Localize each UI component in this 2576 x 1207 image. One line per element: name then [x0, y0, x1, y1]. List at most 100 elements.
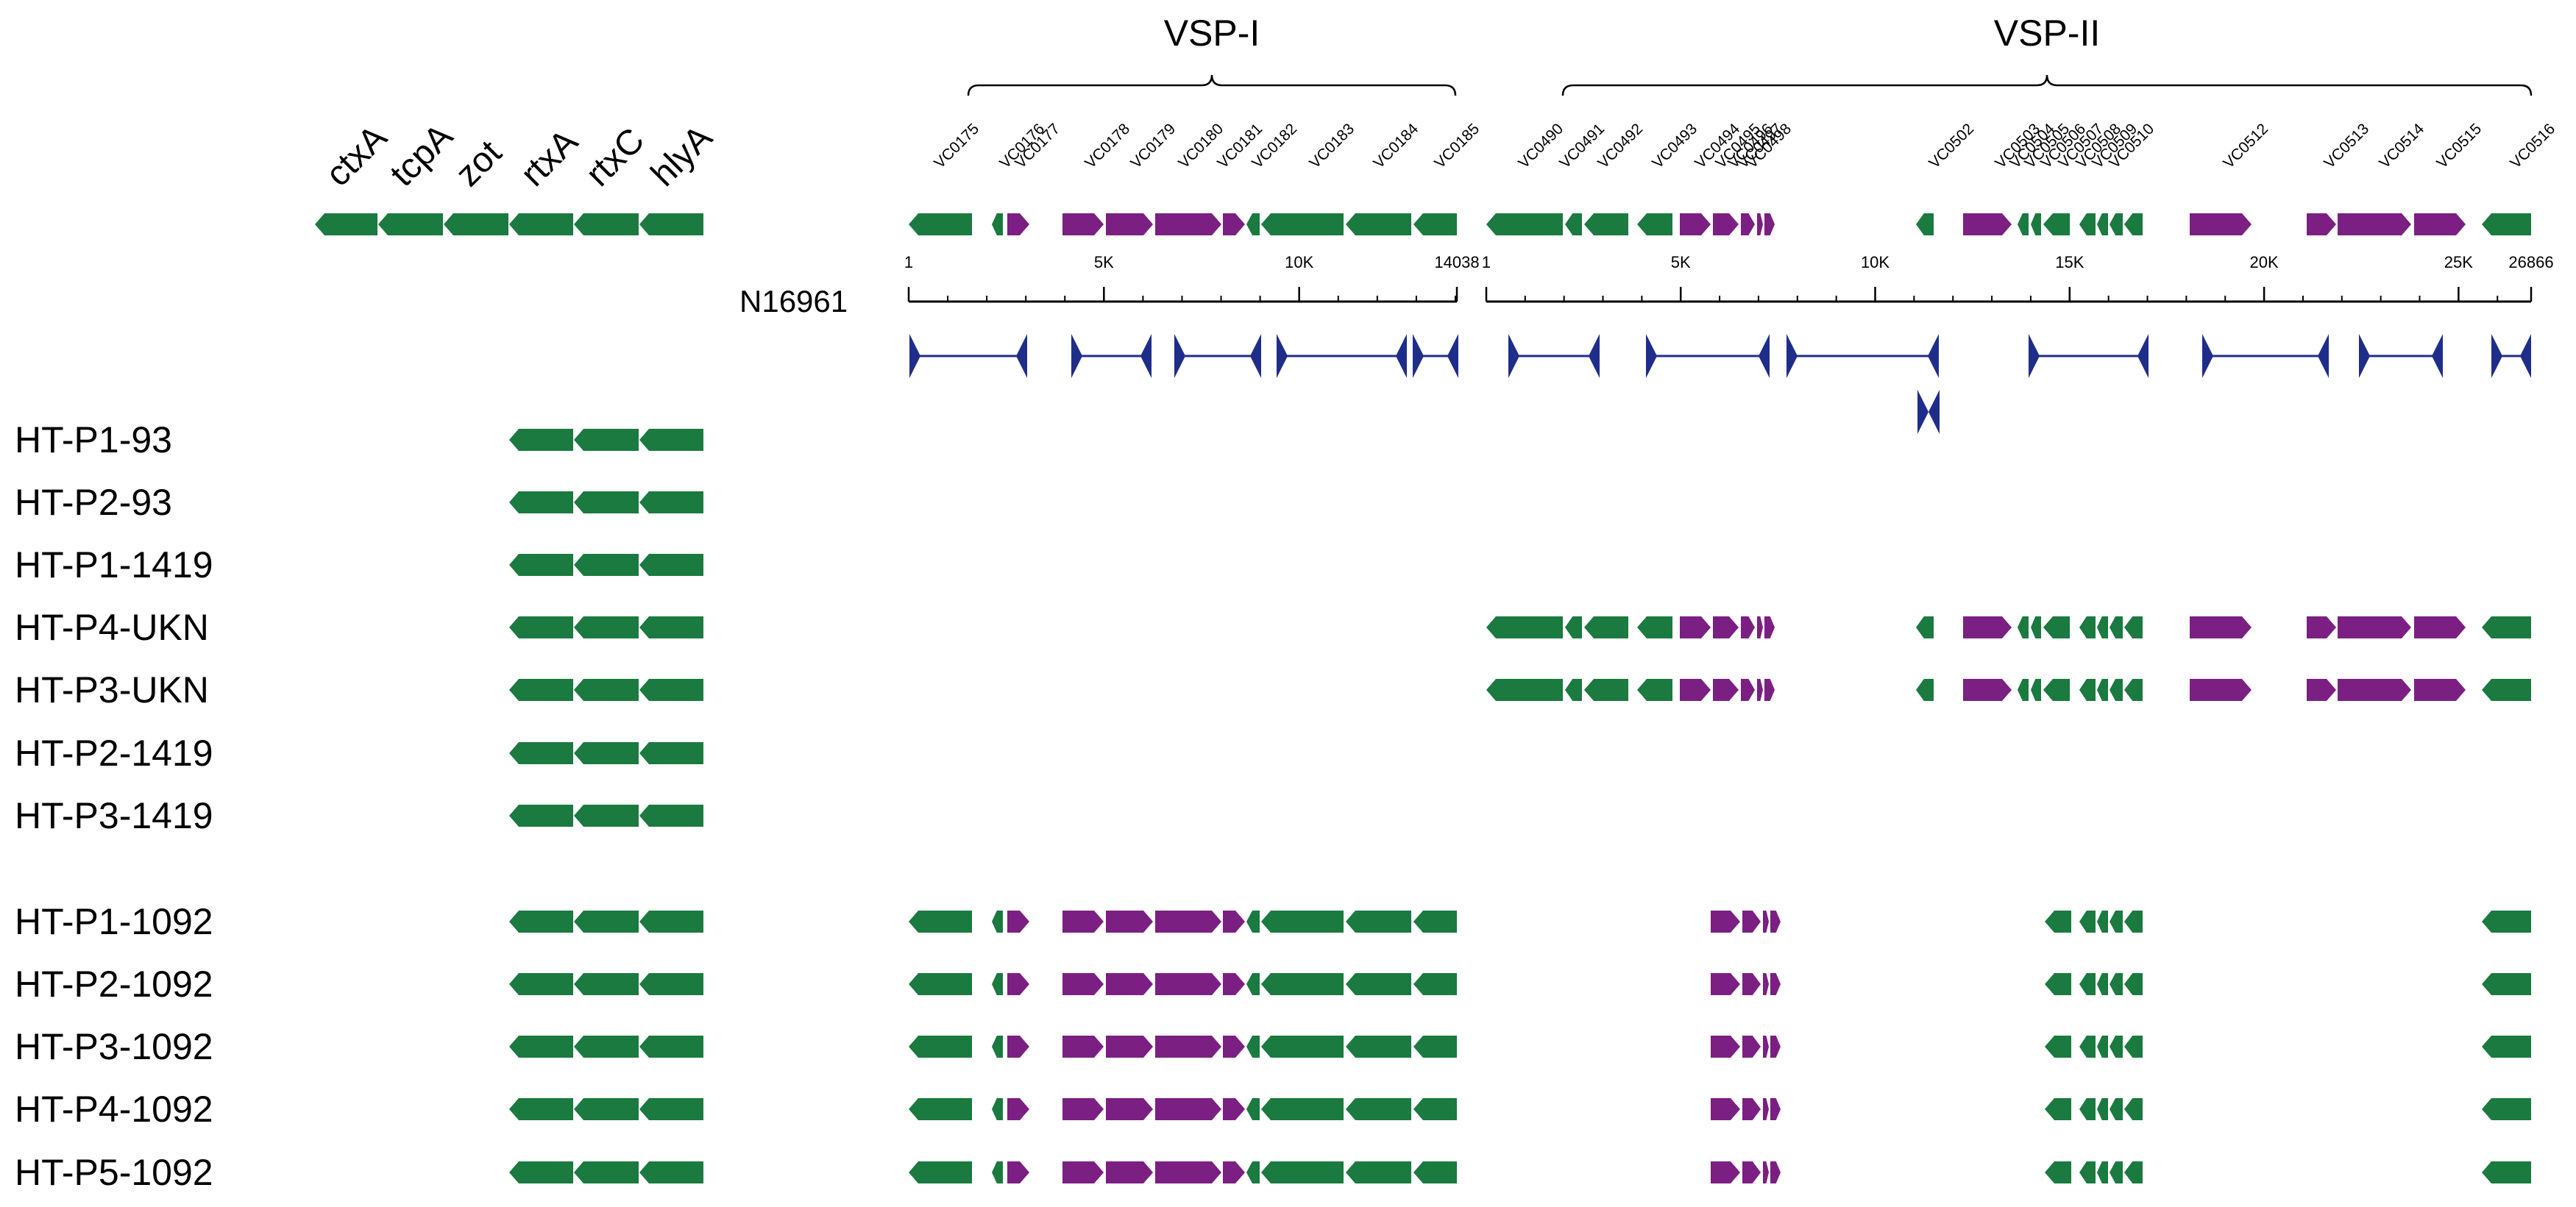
repeat-marker — [1396, 334, 1407, 378]
gene-arrow — [444, 213, 508, 235]
gene-arrow — [2110, 973, 2123, 995]
gene-arrow — [1763, 973, 1769, 995]
gene-arrow — [1584, 213, 1628, 235]
gene-arrow — [1757, 616, 1763, 638]
gene-arrow — [1486, 616, 1563, 638]
gene-arrow — [1413, 1098, 1457, 1120]
gene-arrow — [1584, 679, 1628, 701]
locus-tag: VC0183 — [1306, 121, 1358, 172]
gene-arrow — [1223, 1036, 1245, 1058]
strain-row: HT-P3-UKN — [15, 669, 2531, 711]
gene-arrow — [509, 1098, 573, 1120]
gene-arrow — [1246, 1098, 1260, 1120]
gene-arrow — [1764, 213, 1775, 235]
gene-arrow — [1155, 213, 1221, 235]
tick-label: 15K — [2055, 253, 2084, 271]
gene-arrow — [509, 1161, 573, 1183]
gene-arrow — [1346, 1161, 1411, 1183]
gene-arrow — [509, 1036, 573, 1058]
gene-arrow — [1007, 1098, 1029, 1120]
gene-arrow — [1916, 616, 1934, 638]
gene-arrow — [509, 429, 573, 451]
virulence-gene-name: rtxA — [514, 122, 586, 194]
gene-arrow — [2079, 1036, 2096, 1058]
repeat-marker — [2432, 334, 2443, 378]
gene-arrow — [1106, 1161, 1153, 1183]
gene-arrow — [1261, 1036, 1344, 1058]
virulence-gene-name: rtxC — [578, 121, 652, 194]
gene-arrow — [315, 213, 377, 235]
gene-arrow — [1742, 1036, 1761, 1058]
gene-arrow — [1963, 213, 2012, 235]
gene-arrow — [1007, 973, 1029, 995]
gene-arrow — [2124, 1036, 2143, 1058]
gene-arrow — [909, 973, 972, 995]
strain-name: HT-P2-93 — [15, 482, 172, 523]
gene-arrow — [1637, 679, 1672, 701]
strain-name: HT-P1-1419 — [15, 544, 213, 585]
gene-arrow — [2307, 616, 2336, 638]
gene-arrow — [2124, 911, 2143, 933]
gene-arrow — [1770, 973, 1781, 995]
gene-arrow — [1757, 213, 1763, 235]
gene-arrow — [1346, 973, 1411, 995]
gene-arrow — [1770, 911, 1781, 933]
gene-arrow — [1711, 911, 1740, 933]
gene-arrow — [1486, 213, 1563, 235]
gene-arrow — [1680, 679, 1711, 701]
gene-arrow — [2414, 616, 2466, 638]
gene-arrow — [1742, 973, 1761, 995]
tick-label: 1 — [904, 253, 913, 271]
repeat-marker — [2359, 334, 2370, 378]
gene-arrow — [1346, 1036, 1411, 1058]
gene-arrow — [1155, 1098, 1221, 1120]
gene-arrow — [2482, 1161, 2531, 1183]
strain-rows: HT-P1-93HT-P2-93HT-P1-1419HT-P4-UKNHT-P3… — [15, 419, 2531, 1193]
gene-arrow — [1757, 679, 1763, 701]
gene-arrow — [1246, 973, 1260, 995]
locus-tag: VC0179 — [1127, 121, 1179, 172]
gene-arrow — [1223, 213, 1245, 235]
gene-arrow — [574, 973, 639, 995]
island-brace — [1561, 74, 2533, 96]
gene-arrow — [1223, 911, 1245, 933]
gene-arrow — [1770, 1161, 1781, 1183]
gene-arrow — [992, 213, 1003, 235]
island-title: VSP-II — [1994, 13, 2100, 54]
gene-arrow — [378, 213, 443, 235]
repeat-marker — [1646, 334, 1657, 378]
gene-arrow — [2124, 679, 2143, 701]
repeat-marker — [2202, 334, 2213, 378]
gene-arrow — [509, 742, 573, 764]
gene-arrow — [639, 1161, 703, 1183]
gene-arrow — [509, 616, 573, 638]
gene-arrow — [1246, 911, 1260, 933]
gene-arrow — [1763, 1098, 1769, 1120]
gene-arrow — [909, 1036, 972, 1058]
gene-arrow — [2124, 213, 2143, 235]
gene-arrow — [1261, 911, 1344, 933]
repeat-marker — [1786, 334, 1798, 378]
gene-arrow — [909, 911, 972, 933]
gene-arrow — [1711, 973, 1740, 995]
gene-arrow — [1963, 679, 2012, 701]
repeat-marker — [1140, 334, 1152, 378]
gene-arrow — [992, 911, 1003, 933]
gene-arrow — [2045, 1098, 2071, 1120]
reference-name: N16961 — [739, 284, 848, 318]
locus-tag: VC0516 — [2507, 121, 2558, 172]
repeat-marker — [1250, 334, 1261, 378]
strain-row: HT-P1-1092 — [15, 901, 2531, 942]
gene-arrow — [574, 805, 639, 827]
virulence-gene-name: tcpA — [383, 116, 460, 193]
locus-tag: VC0178 — [1082, 121, 1133, 172]
gene-arrow — [1062, 973, 1104, 995]
gene-arrow — [1637, 616, 1672, 638]
gene-arrow — [2124, 973, 2143, 995]
gene-arrow — [574, 491, 639, 513]
virulence-gene-name: ctxA — [319, 118, 394, 193]
gene-arrow — [1764, 616, 1775, 638]
gene-arrow — [2414, 213, 2466, 235]
gene-arrow — [2110, 1161, 2123, 1183]
